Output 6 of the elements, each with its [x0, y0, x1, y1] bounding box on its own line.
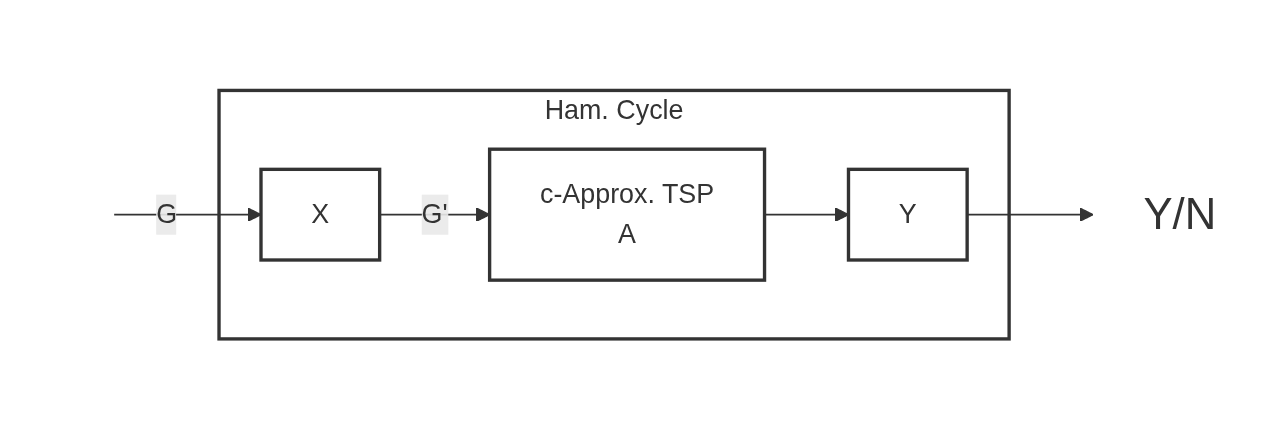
- node-box: X: [259, 168, 382, 262]
- edge-label: G': [421, 199, 448, 229]
- edge-label: G: [156, 199, 178, 229]
- node-box: Y: [846, 168, 969, 262]
- node-box: c-Approx. TSP A: [487, 147, 767, 283]
- node-text: Y/N: [1143, 188, 1217, 240]
